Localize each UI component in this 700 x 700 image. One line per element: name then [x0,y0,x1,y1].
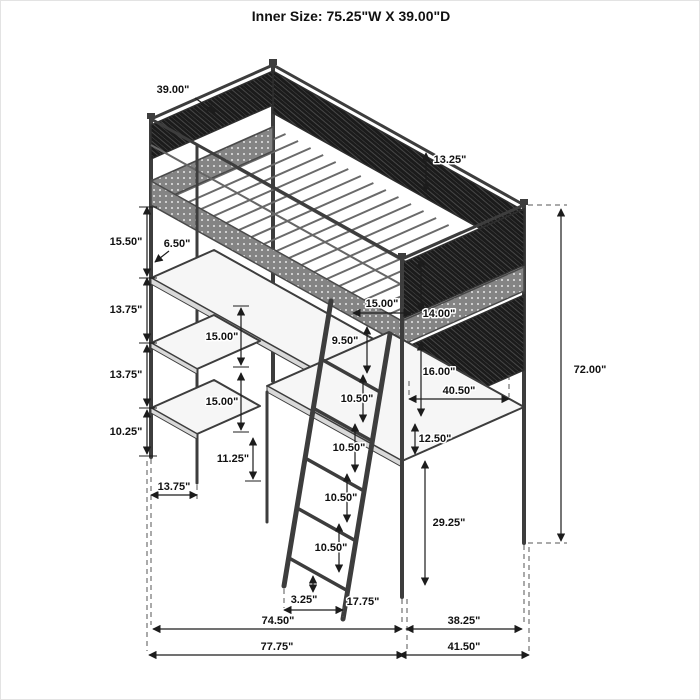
extension-lines [139,204,567,651]
dim-desk-gap: 12.50" [419,433,452,445]
guard-rail-left [149,63,275,121]
dim-end-guard-height: 14.00" [423,308,456,320]
dim-shelf-span-2: 15.00" [206,396,239,408]
dim-left-top-gap: 15.50" [110,236,143,248]
ladder-rail-left [281,298,334,589]
dim-left-gap-3: 13.75" [110,369,143,381]
dim-ladder-foot: 3.25" [291,594,318,606]
dim-frame-depth: 38.25" [448,615,481,627]
dim-shelf-span-1: 15.00" [206,331,239,343]
dim-rung-4: 10.50" [315,542,348,554]
dim-desk-height: 29.25" [433,517,466,529]
guard-rail-front-mid [150,144,403,286]
dim-ladder-width: 17.75" [347,596,380,608]
dim-ladder-top-gap: 9.50" [332,335,359,347]
dim-rung-2: 10.50" [333,442,366,454]
dim-guard-height: 13.25" [434,154,467,166]
dim-shelf-width: 13.75" [158,481,191,493]
dim-shelf-inset: 6.50" [164,238,191,250]
dim-left-gap-2: 13.75" [110,304,143,316]
ladder-rung [296,506,357,543]
dimension-lines [142,97,566,660]
dim-top-depth: 39.00" [157,84,190,96]
dim-rung-1: 10.50" [341,393,374,405]
ladder [281,298,393,622]
ladder-rung [320,357,381,394]
post-cap [147,113,155,119]
dim-leg-clear: 11.25" [217,453,249,465]
guard-rail-right [400,203,526,261]
dim-desk-width: 40.50" [443,385,476,397]
bed-frame [147,59,528,545]
post-cap [520,199,528,205]
dim-overall-height: 72.00" [574,364,607,376]
dim-rung-3: 10.50" [325,492,358,504]
dim-overall-depth: 41.50" [448,641,481,653]
post-cap [398,253,406,259]
guard-rail-back [271,63,526,207]
dim-left-gap-4: 10.25" [110,426,143,438]
ladder-rung [304,456,365,493]
dim-frame-width: 74.50" [262,615,295,627]
dim-end-panel-height: 16.00" [423,366,456,378]
ladder-rung [288,556,349,593]
dim-overall-width: 77.75" [261,641,294,653]
ladder-rung [312,406,373,443]
ladder-rail-right [340,331,393,622]
guard-rail-front [149,117,404,261]
dim-ladder-top-opening: 15.00" [366,298,399,310]
post-cap [269,59,277,65]
dimension-labels: Inner Size: 75.25"W X 39.00"D 39.00" 13.… [108,7,608,655]
page-title: Inner Size: 75.25"W X 39.00"D [252,8,450,24]
